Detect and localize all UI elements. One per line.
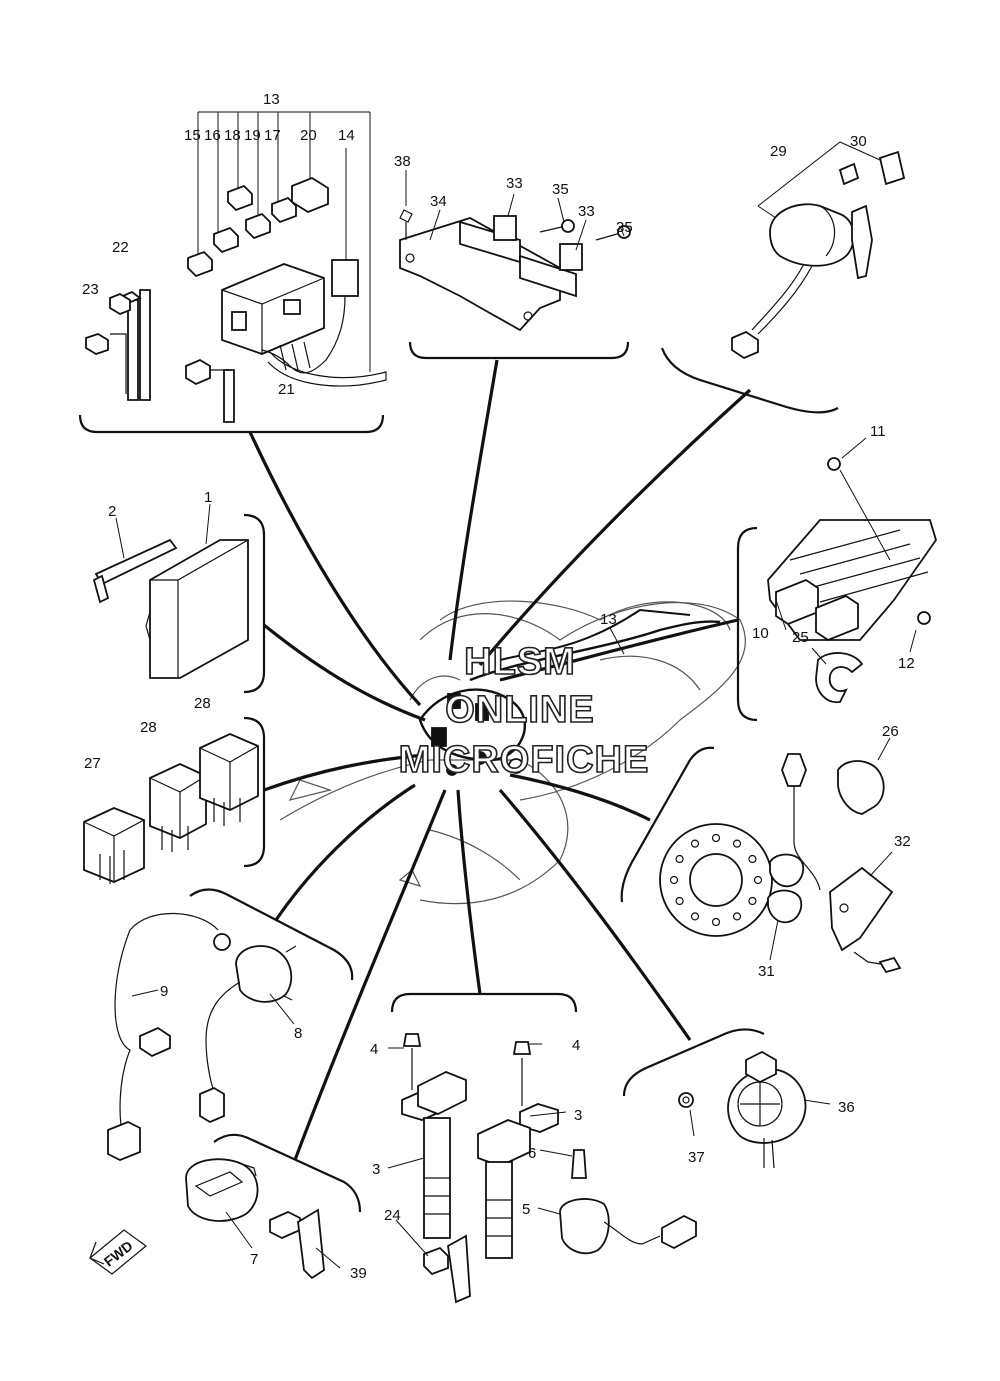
pickup-sensor-assembly — [659, 753, 902, 974]
rotor-hole — [748, 896, 757, 906]
callout-23: 23 — [82, 281, 99, 298]
callout-5: 5 — [522, 1201, 530, 1218]
relay-units — [83, 733, 259, 884]
group-brackets — [78, 341, 839, 1213]
relay-bracket-assembly — [399, 170, 631, 332]
rotor-hole — [753, 875, 763, 885]
callout-34: 34 — [430, 193, 447, 210]
callout-20: 20 — [300, 127, 317, 144]
motorcycle-frame-outline — [279, 600, 746, 905]
callout-17: 17 — [264, 127, 281, 144]
rectifier-regulator — [767, 437, 937, 815]
callout-13-harness: 13 — [600, 611, 617, 628]
wire-harness-center — [418, 608, 721, 776]
callout-25: 25 — [792, 629, 809, 646]
callout-31: 31 — [758, 963, 775, 980]
fuse-box-assembly — [187, 111, 387, 387]
cable-ties — [85, 289, 235, 423]
callout-2: 2 — [108, 503, 116, 520]
watermark-line1: HLSM — [464, 641, 576, 683]
callout-3b: 3 — [574, 1107, 582, 1124]
rotor-hole — [669, 875, 679, 885]
callout-32: 32 — [894, 833, 911, 850]
callout-11: 11 — [870, 423, 886, 440]
callout-12: 12 — [898, 655, 915, 672]
callout-28a: 28 — [140, 719, 157, 736]
rotor-hole — [748, 854, 757, 864]
callout-35a: 35 — [552, 181, 569, 198]
rotor-hole — [711, 917, 721, 927]
callout-26: 26 — [882, 723, 899, 740]
ignition-coils — [387, 1033, 697, 1304]
callout-36: 36 — [838, 1099, 855, 1116]
group-connector-lines — [248, 359, 752, 1161]
callout-28b: 28 — [194, 695, 211, 712]
callout-8: 8 — [294, 1025, 302, 1042]
callout-4a: 4 — [370, 1041, 378, 1058]
callout-18: 18 — [224, 127, 241, 144]
callout-14: 14 — [338, 127, 355, 144]
rotor-hole — [711, 833, 721, 843]
callout-9: 9 — [160, 983, 168, 1000]
watermark-line3: MICROFICHE — [399, 739, 650, 781]
ecu-unit — [92, 503, 249, 679]
callout-33a: 33 — [506, 175, 523, 192]
callout-38: 38 — [394, 153, 411, 170]
callout-21: 21 — [278, 381, 295, 398]
callout-1: 1 — [204, 489, 212, 506]
watermark-line2: ONLINE — [445, 689, 595, 731]
callout-37: 37 — [688, 1149, 705, 1166]
fwd-arrow-label: FWD — [101, 1237, 136, 1269]
callout-35b: 35 — [616, 219, 633, 236]
rotor-hole — [732, 839, 742, 848]
callout-13-group: 13 — [263, 91, 280, 108]
callout-4b: 4 — [572, 1037, 580, 1054]
callout-29: 29 — [770, 143, 787, 160]
callout-27: 27 — [84, 755, 101, 772]
callout-6: 6 — [528, 1145, 536, 1162]
callout-19: 19 — [244, 127, 261, 144]
harness-leader — [609, 627, 625, 655]
callout-3a: 3 — [372, 1161, 380, 1178]
sensor-and-lead — [107, 912, 297, 1161]
callout-15: 15 — [184, 127, 201, 144]
callout-39: 39 — [350, 1265, 367, 1282]
callout-30: 30 — [850, 133, 867, 150]
callout-22: 22 — [112, 239, 129, 256]
watermark: HLSM ONLINE MICROFICHE — [398, 640, 650, 782]
main-switch-assembly — [731, 141, 906, 360]
rotor-hole — [690, 912, 700, 921]
callout-24: 24 — [384, 1207, 401, 1224]
pressure-switch-and-clamp — [89, 1158, 341, 1280]
callout-7: 7 — [250, 1251, 258, 1268]
callout-16: 16 — [204, 127, 221, 144]
callout-33b: 33 — [578, 203, 595, 220]
rotor-hole — [675, 854, 684, 864]
rotor-hole — [690, 839, 700, 848]
horn-assembly — [678, 1050, 831, 1169]
callout-numbers: 1 2 3 3 4 4 5 6 7 8 9 10 11 12 13 13 14 … — [82, 91, 915, 1282]
callout-10: 10 — [752, 625, 769, 642]
rotor-hole — [732, 912, 742, 921]
rotor-hole — [675, 896, 684, 906]
